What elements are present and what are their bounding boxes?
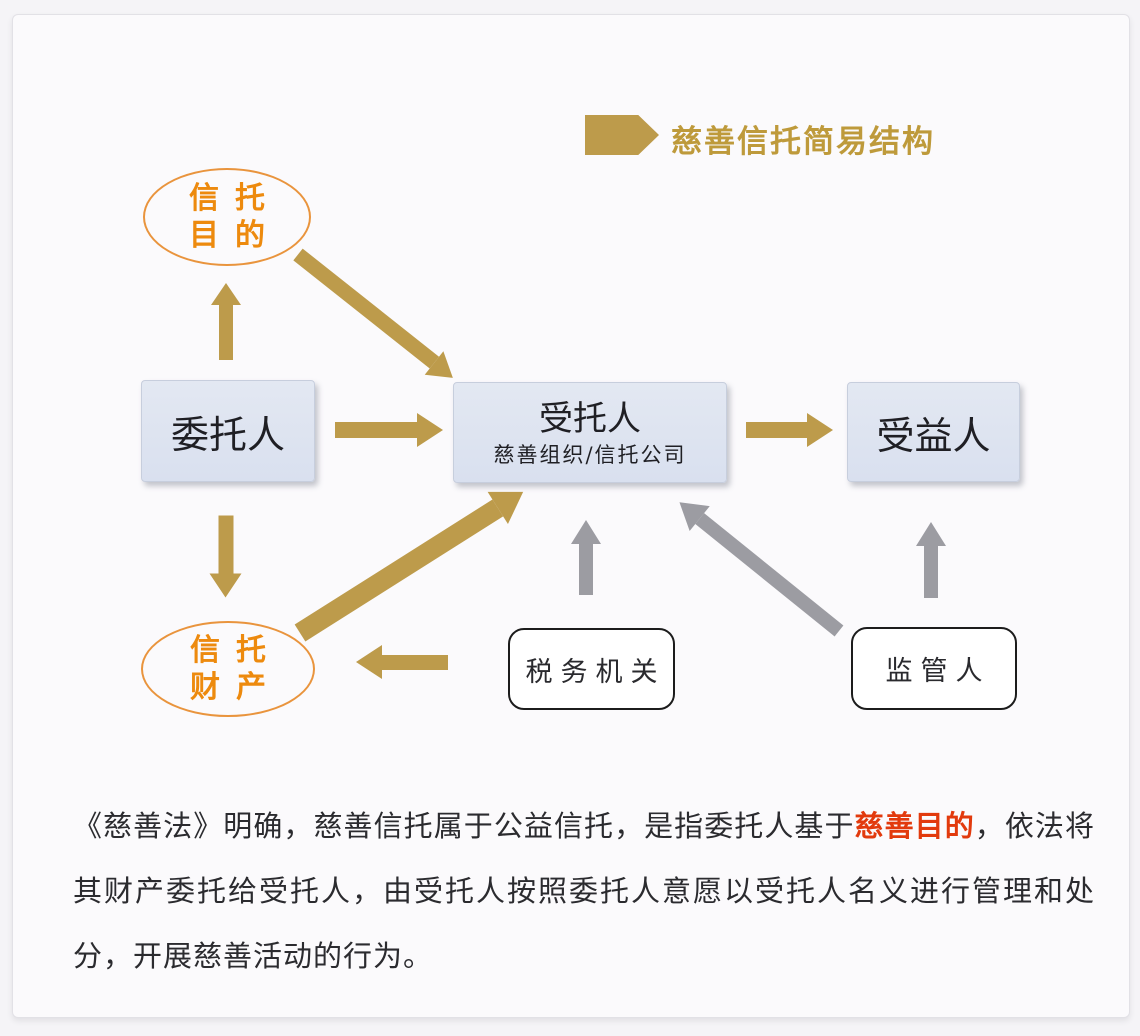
paragraph-part2: ，依法将其财产委托给受托人，由受托人按照委托人意愿以受托人名义进行管理和处分，开…: [73, 811, 1095, 973]
settlor-label: 委托人: [170, 412, 285, 457]
arrow-settlor-to-trustee: [335, 422, 417, 438]
trust-purpose-line2: 目的: [189, 218, 281, 253]
beneficiary-label: 受益人: [876, 413, 991, 458]
trust-purpose-line1: 信托: [189, 181, 281, 216]
arrow-supervisor-to-beneficiary: [924, 546, 938, 598]
node-trust-purpose: 信托 目的: [143, 168, 311, 266]
node-settlor: 委托人: [141, 380, 315, 482]
trust-property-line1: 信托: [190, 633, 282, 668]
arrow-tax-authority-to-trustee: [579, 544, 593, 595]
node-beneficiary: 受益人: [847, 382, 1020, 482]
node-trustee: 受托人 慈善组织/信托公司: [453, 382, 727, 483]
arrow-supervisor-to-trustee: [695, 513, 844, 637]
arrow-settlor-to-trust-purpose: [219, 305, 233, 360]
arrow-trustee-to-beneficiary: [746, 422, 807, 438]
arrow-settlor-to-trust-property: [218, 515, 234, 574]
trustee-sublabel: 慈善组织/信托公司: [493, 442, 687, 467]
trustee-label: 受托人: [539, 398, 641, 439]
trust-property-line2: 财产: [190, 670, 282, 705]
node-supervisor: 监管人: [851, 627, 1017, 710]
title-arrow-marker-icon: [585, 115, 659, 155]
page-title: 慈善信托简易结构: [671, 124, 935, 159]
arrow-trust-property-to-trustee: [294, 499, 504, 642]
description-paragraph: 《慈善法》明确，慈善信托属于公益信托，是指委托人基于慈善目的，依法将其财产委托给…: [73, 795, 1095, 990]
arrow-into-trust-property: [382, 655, 448, 670]
paragraph-highlight: 慈善目的: [854, 811, 975, 843]
paragraph-part1: 《慈善法》明确，慈善信托属于公益信托，是指委托人基于: [73, 811, 855, 843]
tax-authority-label: 税务机关: [525, 656, 666, 688]
supervisor-label: 监管人: [885, 656, 991, 687]
node-trust-property: 信托 财产: [141, 621, 315, 717]
arrow-trust-purpose-to-trustee: [293, 248, 440, 369]
node-tax-authority: 税务机关: [508, 628, 675, 710]
diagram-card: 慈善信托简易结构 信托 目的 信托 财产 委托人 受托人 慈善组织/信托公司 受…: [12, 14, 1130, 1018]
